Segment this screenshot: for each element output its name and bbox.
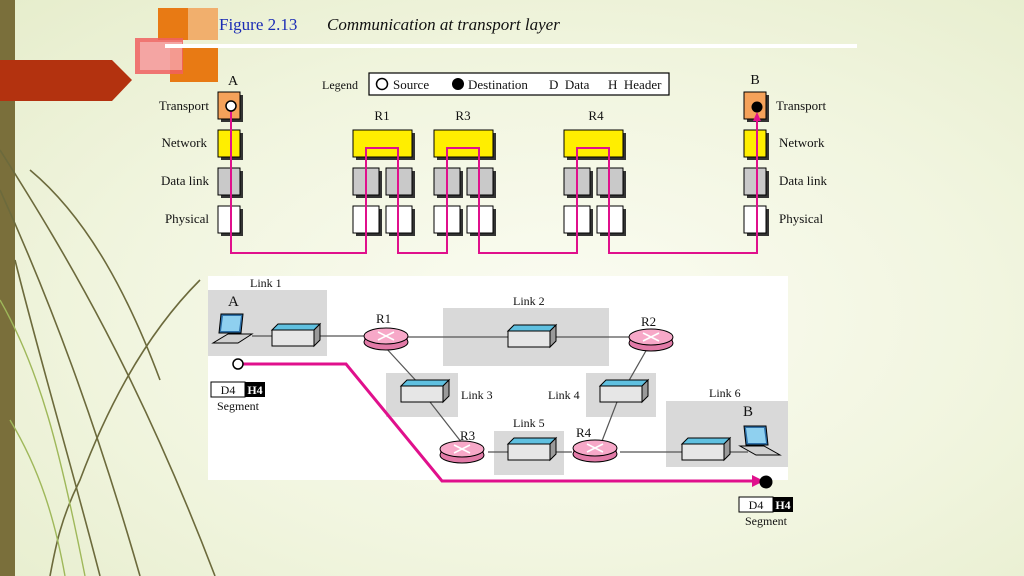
router-r2-label: R2	[641, 314, 656, 329]
switch-link2	[506, 323, 558, 349]
host-b-stack	[743, 91, 769, 236]
transport-logical-path	[243, 362, 758, 483]
host-a-physical-layer	[217, 205, 241, 234]
switch-link5	[506, 436, 558, 462]
link5-label: Link 5	[513, 416, 545, 430]
layer-label-network-right: Network	[779, 135, 825, 150]
router-r3-label: R3	[460, 428, 475, 443]
laptop-b-icon	[738, 425, 782, 456]
title-underline	[165, 44, 857, 48]
host-b-label: B	[743, 404, 753, 420]
r4-network-layer	[563, 129, 624, 158]
host-b-datalink-layer	[743, 167, 767, 196]
left-decoration	[0, 0, 216, 576]
leaf-swirls	[0, 149, 216, 576]
layer-label-transport-right: Transport	[776, 98, 826, 113]
link2-label: Link 2	[513, 294, 545, 308]
stack-destination-icon	[751, 101, 763, 113]
source-point-icon	[232, 358, 244, 370]
leaf-swirls-green	[0, 299, 86, 576]
layer-label-network-left: Network	[162, 135, 208, 150]
segment-source: D4 H4 Segment	[210, 381, 265, 413]
segment-source-data: D4	[221, 383, 236, 397]
host-a-network-layer	[217, 129, 241, 158]
figure-number: Figure 2.13	[219, 15, 297, 34]
segment-destination: D4 H4 Segment	[738, 496, 793, 528]
network-diagram: Link 1 Link 2 Link 3 Link 4 Link 5 Link …	[208, 276, 788, 480]
red-arrow-tab	[0, 60, 132, 101]
router-r1-icon	[363, 327, 409, 351]
layer-label-transport-left: Transport	[159, 98, 209, 113]
stack-diagram: A B Transport Network Data link Physical…	[159, 73, 828, 254]
stack-host-b-label: B	[750, 73, 759, 88]
switch-link1	[270, 322, 322, 348]
figure-title: Communication at transport layer	[327, 15, 560, 34]
segment-destination-data: D4	[749, 498, 764, 512]
laptop-a-icon	[211, 313, 254, 344]
router-r3-icon	[439, 440, 485, 464]
host-a-datalink-layer	[217, 167, 241, 196]
router-r2-icon	[628, 328, 674, 352]
legend-header: H Header	[608, 77, 662, 92]
link4-label: Link 4	[548, 388, 580, 402]
stack-path-arrowhead	[753, 112, 761, 121]
layer-label-datalink-left: Data link	[161, 173, 210, 188]
segment-destination-label: Segment	[745, 514, 788, 528]
segment-destination-header: H4	[775, 498, 790, 512]
segment-source-header: H4	[247, 383, 262, 397]
source-icon	[375, 77, 389, 91]
switch-link4	[598, 378, 650, 404]
link6-label: Link 6	[709, 386, 741, 400]
legend-label: Legend	[322, 78, 358, 92]
router-r3-stack	[433, 129, 496, 236]
legend-destination: Destination	[468, 77, 528, 92]
legend-source: Source	[393, 77, 429, 92]
stack-transport-path	[230, 108, 758, 254]
segment-source-label: Segment	[217, 399, 260, 413]
r3-network-layer	[433, 129, 494, 158]
link3-label: Link 3	[461, 388, 493, 402]
host-b-physical-layer	[743, 205, 767, 234]
stack-router-r1-label: R1	[374, 108, 389, 123]
host-b-network-layer	[743, 129, 767, 158]
left-vertical-band	[0, 0, 15, 576]
legend-data: D Data	[549, 77, 590, 92]
connection-lines	[252, 335, 748, 453]
orange-square-2	[188, 8, 218, 40]
router-r1-label: R1	[376, 311, 391, 326]
link1-label: Link 1	[250, 276, 282, 290]
switch-link3	[399, 378, 451, 404]
legend-box: Source Destination D Data H Header	[368, 72, 670, 96]
stack-source-icon	[225, 100, 237, 112]
r1-network-layer	[352, 129, 413, 158]
layer-label-datalink-right: Data link	[779, 173, 828, 188]
stack-router-r3-label: R3	[455, 108, 470, 123]
host-a-label: A	[228, 294, 239, 310]
router-r4-stack	[563, 129, 626, 236]
stack-router-r4-label: R4	[588, 108, 604, 123]
switch-link6	[680, 436, 732, 462]
router-r1-stack	[352, 129, 415, 236]
layer-label-physical-right: Physical	[779, 211, 823, 226]
router-r4-icon	[572, 439, 618, 463]
destination-point-icon	[759, 475, 773, 489]
orange-square-1	[158, 8, 188, 40]
logical-path-arrowhead	[752, 475, 764, 487]
layer-label-physical-left: Physical	[165, 211, 209, 226]
router-r4-label: R4	[576, 425, 592, 440]
destination-icon	[452, 78, 464, 90]
stack-host-a-label: A	[228, 74, 239, 89]
